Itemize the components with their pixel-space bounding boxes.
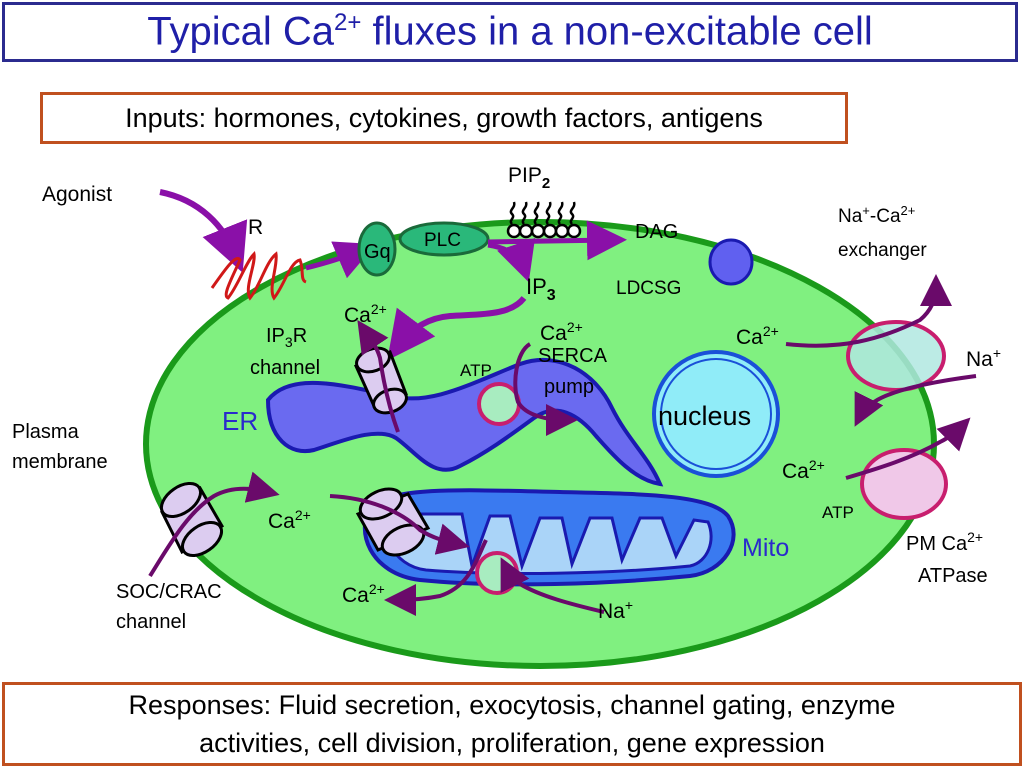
inputs-text: Inputs: hormones, cytokines, growth fact…	[125, 102, 763, 133]
label-soc-channel: channel	[116, 611, 186, 633]
label-na-mito: Na+	[598, 597, 633, 623]
nucleus	[652, 350, 780, 478]
plc-to-dag-arrow	[487, 220, 627, 261]
label-ip3r-channel: channel	[250, 357, 320, 379]
label-serca: SERCA	[538, 345, 608, 367]
mito-ca-in-arrow	[329, 494, 470, 555]
label-ca-mito-out: Ca2+	[342, 581, 385, 607]
label-er: ER	[222, 406, 258, 436]
nca-ca-out-arrow	[785, 274, 952, 348]
pip2-tails	[509, 201, 576, 225]
label-dag: DAG	[635, 221, 678, 243]
label-pmca: PM Ca2+	[906, 529, 983, 555]
label-soc-crac: SOC/CRAC	[116, 581, 222, 603]
ip3r-ca-release-arrow	[357, 320, 400, 433]
label-ip3-base: IP	[526, 274, 547, 299]
nucleus-inner-ring	[660, 358, 772, 470]
responses-line-2: activities, cell division, proliferation…	[199, 728, 825, 758]
ip3-to-ip3r-arrow	[387, 295, 527, 361]
gq-protein	[357, 221, 397, 277]
nca-na-in-arrow	[854, 374, 977, 427]
label-ip3r-sub: 3	[285, 334, 293, 350]
mito-ca-out-arrow	[384, 539, 488, 616]
title-main: Typical Ca	[147, 9, 334, 54]
label-na-mito-sup: +	[625, 597, 633, 613]
label-agonist: Agonist	[42, 183, 112, 206]
ldcsg-granule	[708, 238, 754, 286]
label-ca-mito-out-sup: 2+	[369, 581, 385, 597]
label-ip3: IP3	[526, 274, 556, 304]
label-mito: Mito	[742, 534, 789, 562]
label-ca-soc-sup: 2+	[295, 507, 311, 523]
plc-to-ip3-arrow	[487, 237, 536, 283]
title-rest: fluxes in a non-excitable cell	[361, 9, 873, 54]
receptor-r	[210, 250, 307, 301]
pip2-lipids	[506, 223, 582, 239]
mito-na-in-arrow	[500, 557, 605, 614]
label-nucleus: nucleus	[658, 401, 751, 431]
soc-ca-in-arrow	[148, 471, 280, 578]
inputs-box: Inputs: hormones, cytokines, growth fact…	[40, 92, 848, 144]
label-nca-na: Na	[838, 206, 863, 227]
label-ca-nca-base: Ca	[736, 326, 763, 349]
label-ca-serca-base: Ca	[540, 322, 567, 345]
label-ip3r: IP3R	[266, 325, 307, 350]
label-ldcsg: LDCSG	[616, 278, 681, 299]
label-ca-ip3r-base: Ca	[344, 304, 371, 327]
label-na-nca-sup: +	[993, 345, 1001, 361]
label-atp-serca: ATP	[460, 361, 492, 380]
label-gq: Gq	[364, 241, 391, 263]
label-ca-serca-sup: 2+	[567, 319, 583, 335]
label-ca-serca: Ca2+	[540, 319, 583, 345]
label-plc: PLC	[424, 230, 461, 251]
label-pip2-base: PIP	[508, 164, 542, 187]
label-pmca-sup: 2+	[967, 529, 983, 545]
label-nca-ca: -Ca	[870, 206, 901, 227]
label-ca-soc-base: Ca	[268, 510, 295, 533]
page-title: Typical Ca2+ fluxes in a non-excitable c…	[147, 9, 873, 54]
pmca-ca-out-arrow	[845, 417, 971, 480]
label-ca-pmca-sup: 2+	[809, 457, 825, 473]
label-receptor: R	[248, 216, 263, 239]
label-ca-ip3r-sup: 2+	[371, 301, 387, 317]
label-pip2-sub: 2	[542, 175, 550, 192]
responses-box: Responses: Fluid secretion, exocytosis, …	[2, 682, 1022, 766]
label-ip3r-rest: R	[293, 325, 307, 347]
label-ca-soc: Ca2+	[268, 507, 311, 533]
title-superscript: 2+	[333, 9, 362, 37]
plc-enzyme	[398, 221, 490, 257]
label-ca-pmca: Ca2+	[782, 457, 825, 483]
title-box: Typical Ca2+ fluxes in a non-excitable c…	[2, 2, 1018, 62]
label-na-nca-base: Na	[966, 348, 993, 371]
label-ca-nca-sup: 2+	[763, 323, 779, 339]
agonist-arrow	[159, 189, 248, 273]
mito-inner	[385, 512, 713, 575]
label-ca-pmca-base: Ca	[782, 460, 809, 483]
responses-line-1: Responses: Fluid secretion, exocytosis, …	[128, 690, 896, 720]
label-serca-pump: pump	[544, 376, 594, 398]
label-ca-mito-out-base: Ca	[342, 584, 369, 607]
label-atp-pmca: ATP	[822, 503, 854, 522]
label-exchanger: exchanger	[838, 240, 927, 261]
label-nca-ca-sup: 2+	[901, 203, 916, 218]
serca-ca-arrow	[513, 342, 578, 436]
label-nca-na-sup: +	[862, 203, 870, 218]
label-pip2: PIP2	[508, 164, 550, 192]
label-atpase: ATPase	[918, 565, 988, 587]
label-nca-exchanger: Na+-Ca2+	[838, 203, 915, 227]
serca-pump	[477, 382, 521, 426]
label-ca-nca: Ca2+	[736, 323, 779, 349]
label-na-nca: Na+	[966, 345, 1001, 371]
label-ca-ip3r: Ca2+	[344, 301, 387, 327]
label-na-mito-base: Na	[598, 600, 625, 623]
label-plasma: Plasma	[12, 421, 80, 443]
label-ip3r-base: IP	[266, 325, 285, 347]
label-ip3-sub: 3	[547, 287, 556, 304]
label-pmca-base: PM Ca	[906, 533, 968, 555]
label-membrane: membrane	[12, 451, 108, 473]
